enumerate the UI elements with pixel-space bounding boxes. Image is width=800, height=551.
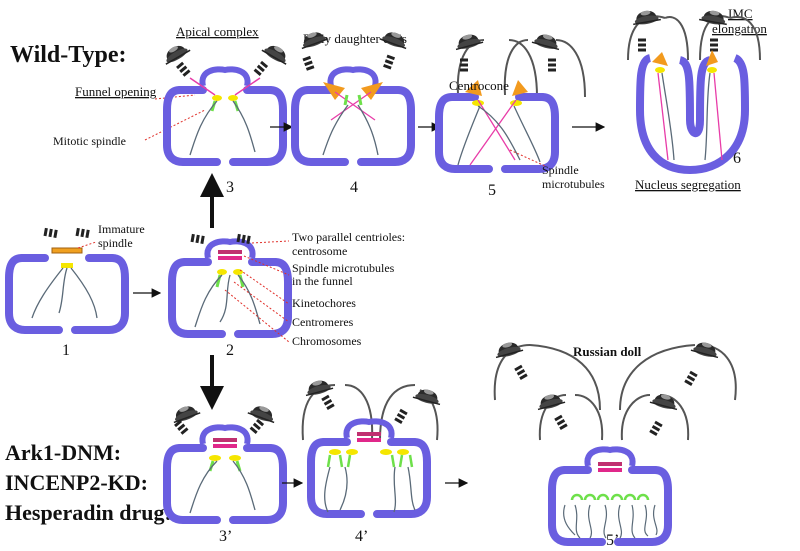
stage-5prime-cell [492,338,737,542]
label-mitotic-spindle: Mitotic spindle [53,134,126,148]
stage-4-cell [295,27,411,162]
stage-1-number: 1 [62,342,70,359]
stage-6-cell [627,7,761,175]
stage-5prime-number: 5’ [606,532,619,549]
label-centromeres: Centromeres [292,315,354,329]
leader-spindle-mt [509,149,546,167]
label-funnel-opening: Funnel opening [75,84,157,99]
stage-3prime-number: 3’ [219,528,232,545]
label-immature-spindle-2: spindle [98,236,133,250]
label-spindle-funnel-1: Spindle microtubules [292,261,395,275]
stage-1-cell [9,226,125,330]
label-early-daughter-cells: Early daughter cells [303,31,407,46]
stage-2-number: 2 [226,342,234,359]
label-chromosomes: Chromosomes [292,334,362,348]
stage-3-number: 3 [226,179,234,196]
stage-2-cell [172,232,288,334]
stage-4-number: 4 [350,179,358,196]
label-imc-1: IMC [728,6,753,21]
stage-3-cell [159,39,293,162]
label-immature-spindle-1: Immature [98,222,145,236]
leader-funnel-opening [154,94,196,100]
stage-3prime-cell [167,401,283,520]
stage-4prime-number: 4’ [355,528,368,545]
stage-5-number: 5 [488,182,496,199]
label-russian-doll: Russian doll [573,344,642,359]
treatment-ark1: Ark1-DNM: [5,440,121,465]
wild-type-heading: Wild-Type: [10,42,126,68]
stage-4prime-cell [301,376,444,514]
label-nucleus-segregation: Nucleus segregation [635,177,741,192]
stage-6-number: 6 [733,150,741,167]
leader-mitotic-spindle [144,109,206,141]
treatment-incenp2: INCENP2-KD: [5,470,148,495]
label-kinetochores: Kinetochores [292,296,356,310]
label-spindle-mt-1: Spindle [542,163,579,177]
label-centrocone: Centrocone [449,78,509,93]
stage-2-leader-lines [224,240,290,343]
label-spindle-mt-2: microtubules [542,177,605,191]
stage-5-cell [439,30,586,169]
label-spindle-funnel-2: in the funnel [292,274,353,288]
label-centrioles-1: Two parallel centrioles: [292,230,405,244]
label-apical-complex: Apical complex [176,24,259,39]
label-centrioles-2: centrosome [292,244,347,258]
treatment-hesperadin: Hesperadin drug: [5,500,172,525]
